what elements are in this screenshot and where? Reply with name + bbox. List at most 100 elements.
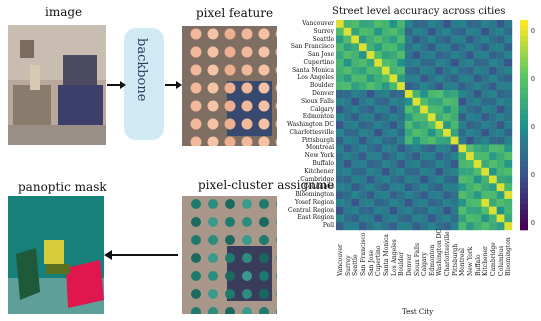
row-label: Sioux Falls (300, 97, 334, 105)
colorbar-segment (520, 93, 528, 100)
heatmap-cell (358, 82, 367, 91)
heatmap-cell (427, 206, 436, 215)
heatmap-cell (389, 222, 398, 231)
heatmap-cell (404, 27, 413, 36)
heatmap-cell (404, 206, 413, 215)
heatmap-cell (374, 214, 383, 223)
heatmap-cell (389, 113, 398, 122)
heatmap-cell (381, 35, 390, 44)
colorbar-segment (520, 104, 528, 110)
heatmap-cell (450, 128, 459, 137)
heatmap-cell (420, 160, 429, 168)
panoptic-mask-image (8, 196, 104, 314)
heatmap-cell (458, 144, 467, 153)
heatmap-cell (466, 82, 474, 91)
heatmap-cell (336, 128, 344, 137)
heatmap-cell (358, 121, 367, 130)
heatmap-cell (489, 206, 497, 215)
heatmap-cell (473, 183, 482, 192)
heatmap-cell (435, 144, 444, 153)
heatmap-cell (496, 90, 505, 98)
heatmap-cell (336, 20, 344, 28)
heatmap-cell (412, 51, 421, 60)
heatmap-cell (489, 51, 497, 60)
heatmap-cell (404, 160, 413, 168)
heatmap-cell (343, 167, 352, 176)
heatmap-cell (450, 105, 459, 114)
heatmap-cell (351, 121, 360, 130)
row-label: Surrey (313, 27, 334, 35)
heatmap-cell (489, 105, 497, 114)
colorbar-segment (520, 219, 528, 226)
heatmap-cell (458, 58, 467, 67)
heatmap-cell (374, 97, 383, 106)
feature-dot (208, 271, 218, 281)
heatmap-cell (366, 121, 375, 130)
row-label: Edmonton (302, 113, 334, 121)
heatmap-cell (481, 27, 490, 36)
heatmap-cell (496, 167, 505, 176)
heatmap-cell (412, 74, 421, 83)
heatmap-cell (427, 198, 436, 207)
heatmap-cell (381, 152, 390, 161)
heatmap-cell (389, 160, 398, 168)
heatmap-cell (412, 206, 421, 215)
heatmap-cell (450, 144, 459, 153)
feature-dot (191, 217, 201, 227)
heatmap-cell (336, 105, 344, 114)
heatmap-cell (351, 82, 360, 91)
colorbar-segment (520, 83, 528, 89)
heatmap-cell (404, 152, 413, 161)
heatmap-cell (374, 167, 383, 176)
heatmap-cell (358, 206, 367, 215)
heatmap-cell (504, 160, 513, 168)
column-label: Los Angeles (390, 239, 398, 276)
heatmap-cell (481, 128, 490, 137)
heatmap-cell (366, 74, 375, 83)
colorbar-segment (520, 156, 528, 163)
heatmap-cell (504, 222, 513, 231)
heatmap-cell (427, 160, 436, 168)
heatmap-cell (443, 222, 451, 231)
heatmap-cell (381, 206, 390, 215)
heatmap-cell (412, 90, 421, 98)
heatmap-cell (420, 43, 429, 52)
heatmap-cell (473, 121, 482, 130)
heatmap-cell (443, 191, 451, 200)
heatmap-cell (404, 74, 413, 83)
feature-dot (242, 217, 252, 227)
feature-dot (225, 289, 235, 299)
heatmap-cell (435, 113, 444, 122)
row-label: Montreal (306, 144, 334, 152)
colorbar-segment (520, 203, 528, 210)
colorbar-segment (520, 67, 528, 73)
heatmap-cell (336, 74, 344, 83)
heatmap-cell (481, 214, 490, 223)
heatmap-cell (420, 222, 429, 231)
heatmap-cell (443, 175, 451, 184)
heatmap-cell (496, 198, 505, 207)
heatmap-cell (412, 144, 421, 153)
heatmap-cell (412, 97, 421, 106)
feature-dot (208, 253, 218, 263)
heatmap-cell (443, 198, 451, 207)
heatmap-cell (435, 43, 444, 52)
heatmap-cell (443, 58, 451, 67)
row-label: Central Region (288, 206, 334, 214)
heatmap-cell (420, 74, 429, 83)
heatmap-cell (443, 214, 451, 223)
feature-dot (225, 253, 235, 263)
row-label: Yosef Region (294, 198, 334, 206)
heatmap-cell (412, 128, 421, 137)
heatmap-cell (466, 152, 474, 161)
heatmap-cell (366, 82, 375, 91)
pixel-cluster-image (182, 196, 277, 314)
heatmap-cell (435, 58, 444, 67)
row-label: San Jose (307, 51, 334, 59)
feature-dot (258, 82, 270, 94)
heatmap-cell (343, 20, 352, 28)
heatmap-cell (473, 105, 482, 114)
heatmap-cell (404, 144, 413, 153)
heatmap-cell (343, 35, 352, 44)
